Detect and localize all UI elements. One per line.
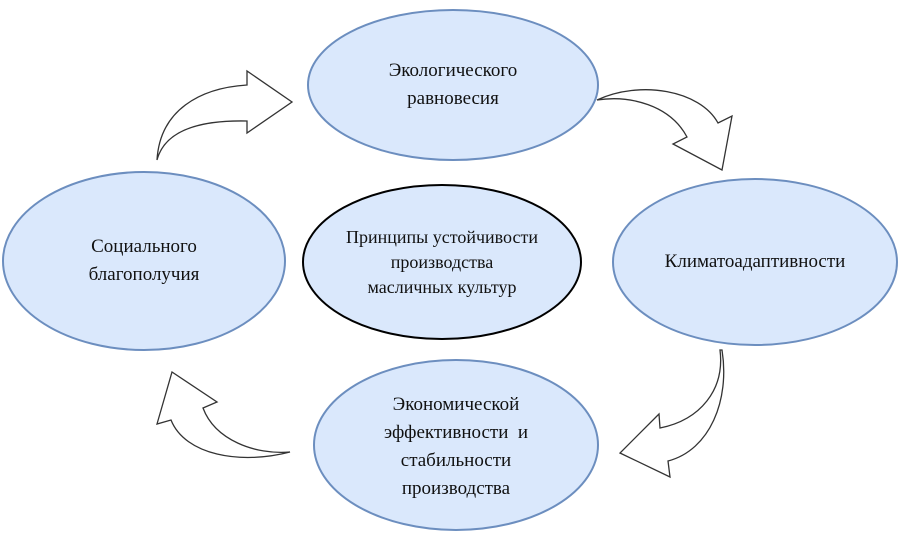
center-label: Принципы устойчивости производства масличн… xyxy=(303,185,581,339)
center-line: Принципы устойчивости xyxy=(345,226,538,247)
node-left-label: Социального благополучия xyxy=(3,172,285,350)
node-top-line: Экологического xyxy=(388,60,518,81)
node-bottom-line: Экономической xyxy=(392,394,520,415)
node-left-ellipse xyxy=(2,171,286,351)
node-bottom-line: стабильности xyxy=(400,450,512,471)
node-top-line: равновесия xyxy=(407,88,499,109)
center-line: масличных культур xyxy=(367,276,517,297)
center-ellipse xyxy=(302,184,582,340)
arrow-left-to-top xyxy=(156,69,294,161)
node-bottom-line: эффективности и xyxy=(383,422,529,443)
node-bottom-label: Экономической эффективности и стабильности… xyxy=(314,364,598,530)
arrow-right-to-bottom xyxy=(618,349,725,479)
node-top-ellipse xyxy=(307,9,599,161)
center-line: производства xyxy=(390,251,494,272)
node-right-ellipse xyxy=(612,178,898,346)
arrow-bottom-to-left xyxy=(156,370,291,459)
arrow-top-to-right xyxy=(596,89,733,171)
node-right-label: Климатоадаптивности xyxy=(613,179,897,345)
node-top-label: Экологического равновесия xyxy=(308,10,598,160)
node-bottom-line: производства xyxy=(401,478,511,499)
node-left-line: Социального xyxy=(91,236,197,257)
node-left-line: благополучия xyxy=(88,264,200,285)
node-right-line: Климатоадаптивности xyxy=(664,251,846,272)
node-bottom-ellipse xyxy=(313,359,599,531)
